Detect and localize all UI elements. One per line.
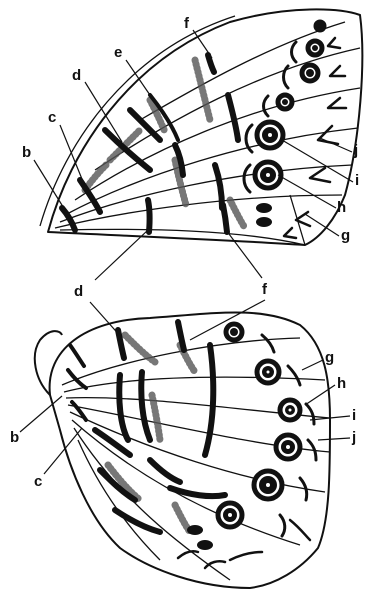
hw-double-spot [187,525,203,535]
double-spot [256,203,272,213]
hindwing [35,312,330,588]
forewing-bands [62,55,238,232]
label-e-forewing: e [114,44,122,61]
label-c-hindwing: c [34,473,42,490]
label-i-forewing: i [355,172,359,189]
forewing [40,9,362,245]
label-h-forewing: h [337,199,346,216]
label-g-hindwing: g [325,349,334,366]
hindwing-labels: g h i j b c [10,349,356,490]
label-h-hindwing: h [337,375,346,392]
label-i-hindwing: i [352,407,356,424]
label-c-forewing: c [48,109,56,126]
label-b-hindwing: b [10,429,19,446]
label-j-hindwing: j [351,429,356,446]
label-d-forewing: d [72,67,81,84]
hindwing-base-lobe [35,331,62,395]
hindwing-eyespots [187,324,300,550]
label-d-middle: d [74,283,83,300]
label-b-forewing: b [22,144,31,161]
label-g-forewing: g [341,227,350,244]
label-f-middle: f [262,281,268,298]
label-j-forewing: j [353,142,358,159]
label-f-forewing: f [184,15,190,32]
